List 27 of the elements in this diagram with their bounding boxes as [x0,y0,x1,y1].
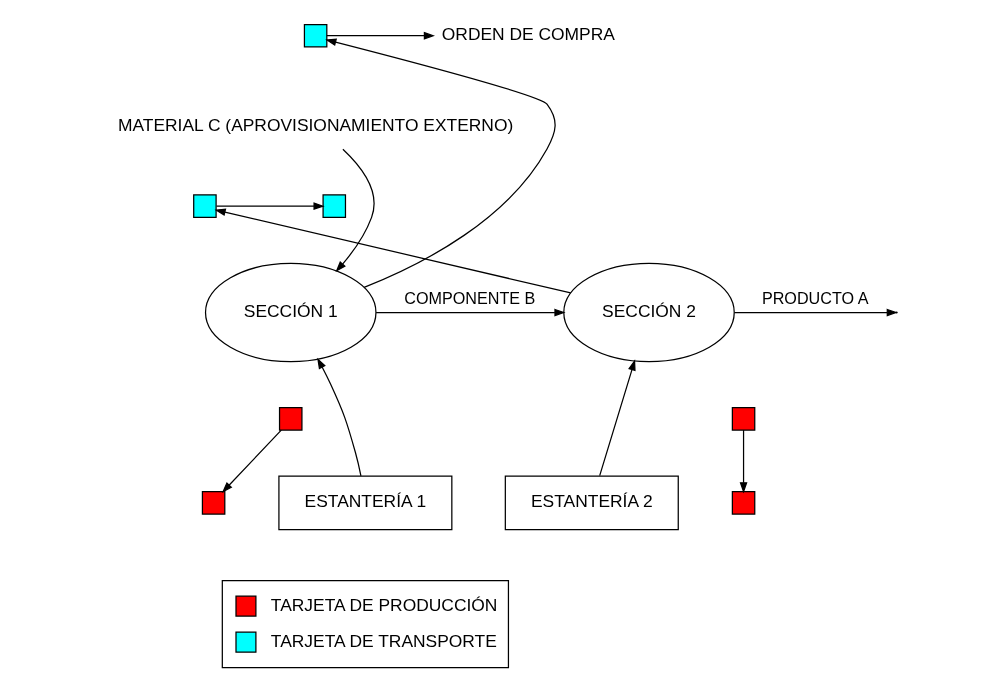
edge-label: COMPONENTE B [403,289,535,308]
arrow [739,429,747,494]
arrow [215,202,325,211]
node-box [731,407,755,431]
node-box [731,491,755,515]
arrow [598,359,636,477]
arrow [324,38,556,288]
edge-label: PRODUCTO A [761,289,868,308]
legend-label: TARJETA DE PRODUCCIÓN [270,594,497,615]
arrow [316,357,362,477]
node-text: MATERIAL C (APROVISIONAMIENTO EXTERNO) [117,115,513,136]
arrow [221,429,282,493]
arrow [325,31,435,40]
node-ellipse: SECCIÓN 2 [562,262,735,363]
node-text: ORDEN DE COMPRA [441,24,615,45]
node-box: ESTANTERÍA 2 [504,475,679,531]
node-box [201,491,225,515]
arrow [335,148,375,273]
arrow [214,208,571,294]
arrow [375,308,566,317]
node-box [192,194,217,218]
node-box: ESTANTERÍA 1 [277,475,452,531]
node-box [321,194,346,218]
arrow [733,308,898,317]
node-box [303,23,327,48]
node-box [278,407,303,431]
legend-label: TARJETA DE TRANSPORTE [270,630,497,651]
